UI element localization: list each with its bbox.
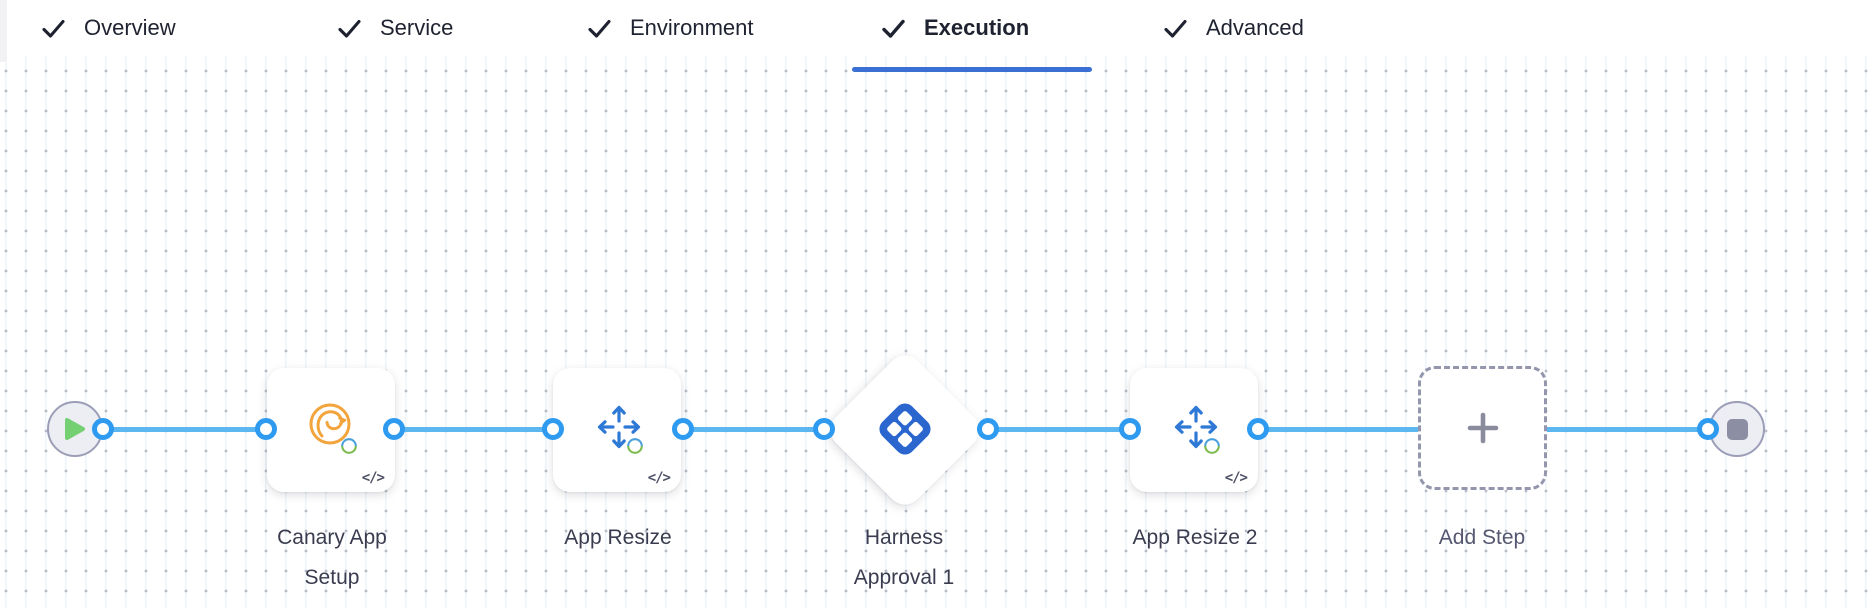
harness-approval-icon xyxy=(879,403,931,455)
code-template-icon: </> xyxy=(1224,470,1248,486)
add-step-button[interactable] xyxy=(1418,366,1547,490)
plus-icon xyxy=(1467,412,1498,444)
tab-label: Execution xyxy=(924,15,1030,40)
pipeline-wire xyxy=(1545,427,1708,432)
canary-bird-icon xyxy=(309,403,351,445)
tab-label: Advanced xyxy=(1206,15,1304,40)
kubernetes-badge-icon xyxy=(627,438,643,454)
pipeline-wire xyxy=(988,427,1130,432)
active-tab-underline xyxy=(852,67,1092,72)
check-icon xyxy=(1164,19,1187,38)
connector-port[interactable] xyxy=(255,418,277,440)
pipeline-wire xyxy=(1258,427,1420,432)
code-template-icon: </> xyxy=(647,470,671,486)
connector-port[interactable] xyxy=(1119,418,1141,440)
connector-port[interactable] xyxy=(542,418,564,440)
code-template-icon: </> xyxy=(361,470,385,486)
step-label-app-resize-2: App Resize 2 xyxy=(1132,526,1258,549)
check-icon xyxy=(588,19,611,38)
connector-port[interactable] xyxy=(1247,418,1269,440)
tab-execution[interactable]: Execution xyxy=(880,0,1029,56)
tab-label: Environment xyxy=(630,15,754,40)
stop-icon xyxy=(1726,418,1748,440)
step-label-canary-app-setup: Canary App Setup xyxy=(277,526,387,589)
check-icon xyxy=(882,19,905,38)
tab-advanced[interactable]: Advanced xyxy=(1162,0,1304,56)
connector-port[interactable] xyxy=(813,418,835,440)
step-label-app-resize: App Resize xyxy=(564,526,672,549)
step-node-canary-app-setup[interactable]: </> xyxy=(267,368,395,492)
stage-config-tabbar: Overview Service Environment Execution A… xyxy=(0,0,1868,56)
tab-label: Overview xyxy=(84,15,176,40)
pipeline-canvas[interactable]: </> </> xyxy=(0,56,1868,608)
pipeline-wire xyxy=(683,427,824,432)
check-icon xyxy=(42,19,65,38)
step-label-harness-approval: Harness Approval 1 xyxy=(853,526,955,589)
tab-label: Service xyxy=(380,15,454,40)
play-icon xyxy=(65,418,85,440)
tab-overview[interactable]: Overview xyxy=(40,0,176,56)
check-icon xyxy=(338,19,361,38)
kubernetes-badge-icon xyxy=(341,438,357,454)
connector-port[interactable] xyxy=(383,418,405,440)
step-label-add-step: Add Step xyxy=(1438,526,1526,549)
step-node-app-resize[interactable]: </> xyxy=(553,368,681,492)
resize-arrows-icon xyxy=(1174,405,1218,449)
connector-port[interactable] xyxy=(92,418,114,440)
step-node-app-resize-2[interactable]: </> xyxy=(1130,368,1258,492)
left-edge-strip xyxy=(0,0,7,62)
connector-port[interactable] xyxy=(1697,418,1719,440)
resize-arrows-icon xyxy=(597,405,641,449)
tab-environment[interactable]: Environment xyxy=(586,0,754,56)
connector-port[interactable] xyxy=(672,418,694,440)
pipeline-wire xyxy=(394,427,553,432)
pipeline-wire xyxy=(103,427,266,432)
kubernetes-badge-icon xyxy=(1204,438,1220,454)
connector-port[interactable] xyxy=(977,418,999,440)
tab-service[interactable]: Service xyxy=(336,0,453,56)
